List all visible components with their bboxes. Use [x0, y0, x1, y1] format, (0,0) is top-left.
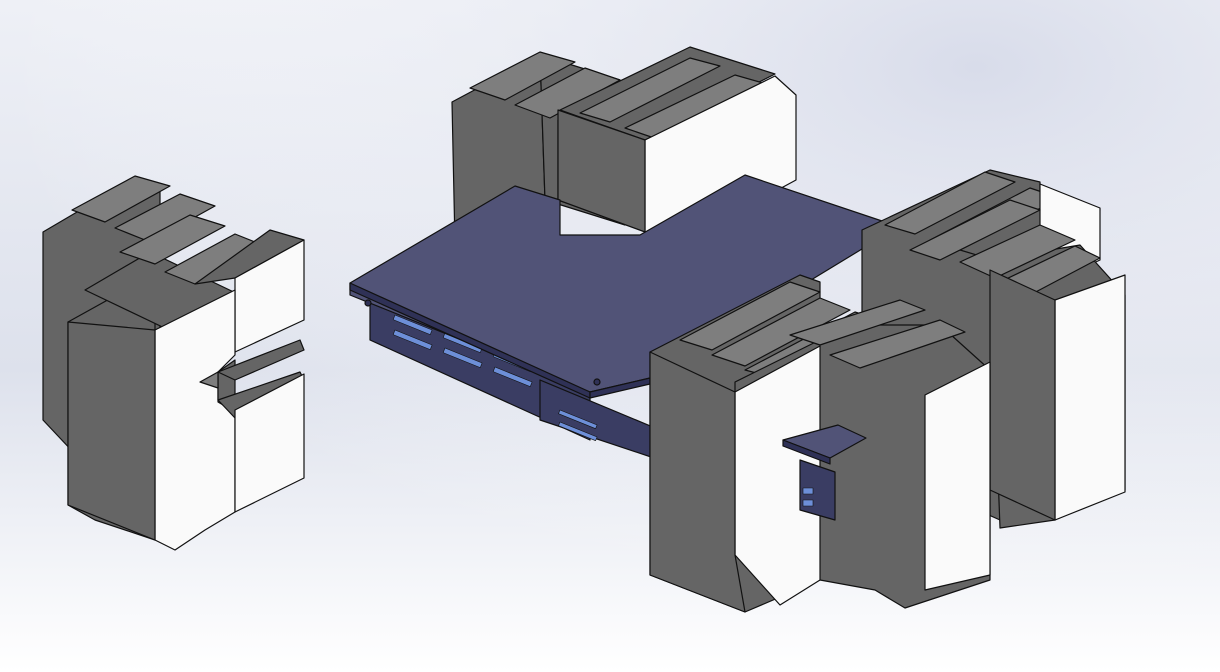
- panel-edge-face: [364, 299, 372, 307]
- mid-face: [71, 175, 171, 223]
- mid-face: [884, 171, 1016, 235]
- mid-face: [119, 214, 226, 265]
- dark-face: [217, 339, 305, 381]
- slot-face: [442, 347, 483, 368]
- white-face: [234, 373, 305, 513]
- slot-face: [558, 409, 598, 429]
- slot-face: [392, 314, 433, 335]
- mid-face: [909, 199, 1041, 261]
- slot-face: [492, 366, 533, 387]
- mid-face: [711, 297, 851, 367]
- slot-face: [392, 329, 433, 350]
- mid-face: [199, 371, 219, 389]
- foam-block-left[interactable]: [42, 175, 305, 551]
- small-bracket[interactable]: [782, 424, 867, 521]
- white-face: [154, 289, 236, 551]
- mid-face: [469, 51, 576, 101]
- panel-edge-face: [593, 378, 601, 386]
- white-face: [1054, 274, 1126, 521]
- slot-face: [802, 499, 814, 507]
- panel-edge-face: [782, 439, 831, 465]
- dark-face: [649, 351, 746, 613]
- mid-face: [679, 281, 821, 351]
- slot-face: [558, 421, 598, 441]
- mid-face: [829, 319, 966, 369]
- mid-face: [114, 193, 216, 243]
- tray-panel[interactable]: [349, 174, 886, 461]
- foam-block-right-front[interactable]: [649, 274, 991, 613]
- white-face: [924, 361, 991, 591]
- mid-face: [959, 224, 1076, 279]
- mid-face: [514, 67, 621, 119]
- dark-face: [989, 269, 1056, 521]
- slot-face: [802, 487, 814, 495]
- mid-face: [789, 299, 926, 346]
- mid-face: [579, 57, 721, 123]
- dark-face: [67, 321, 156, 541]
